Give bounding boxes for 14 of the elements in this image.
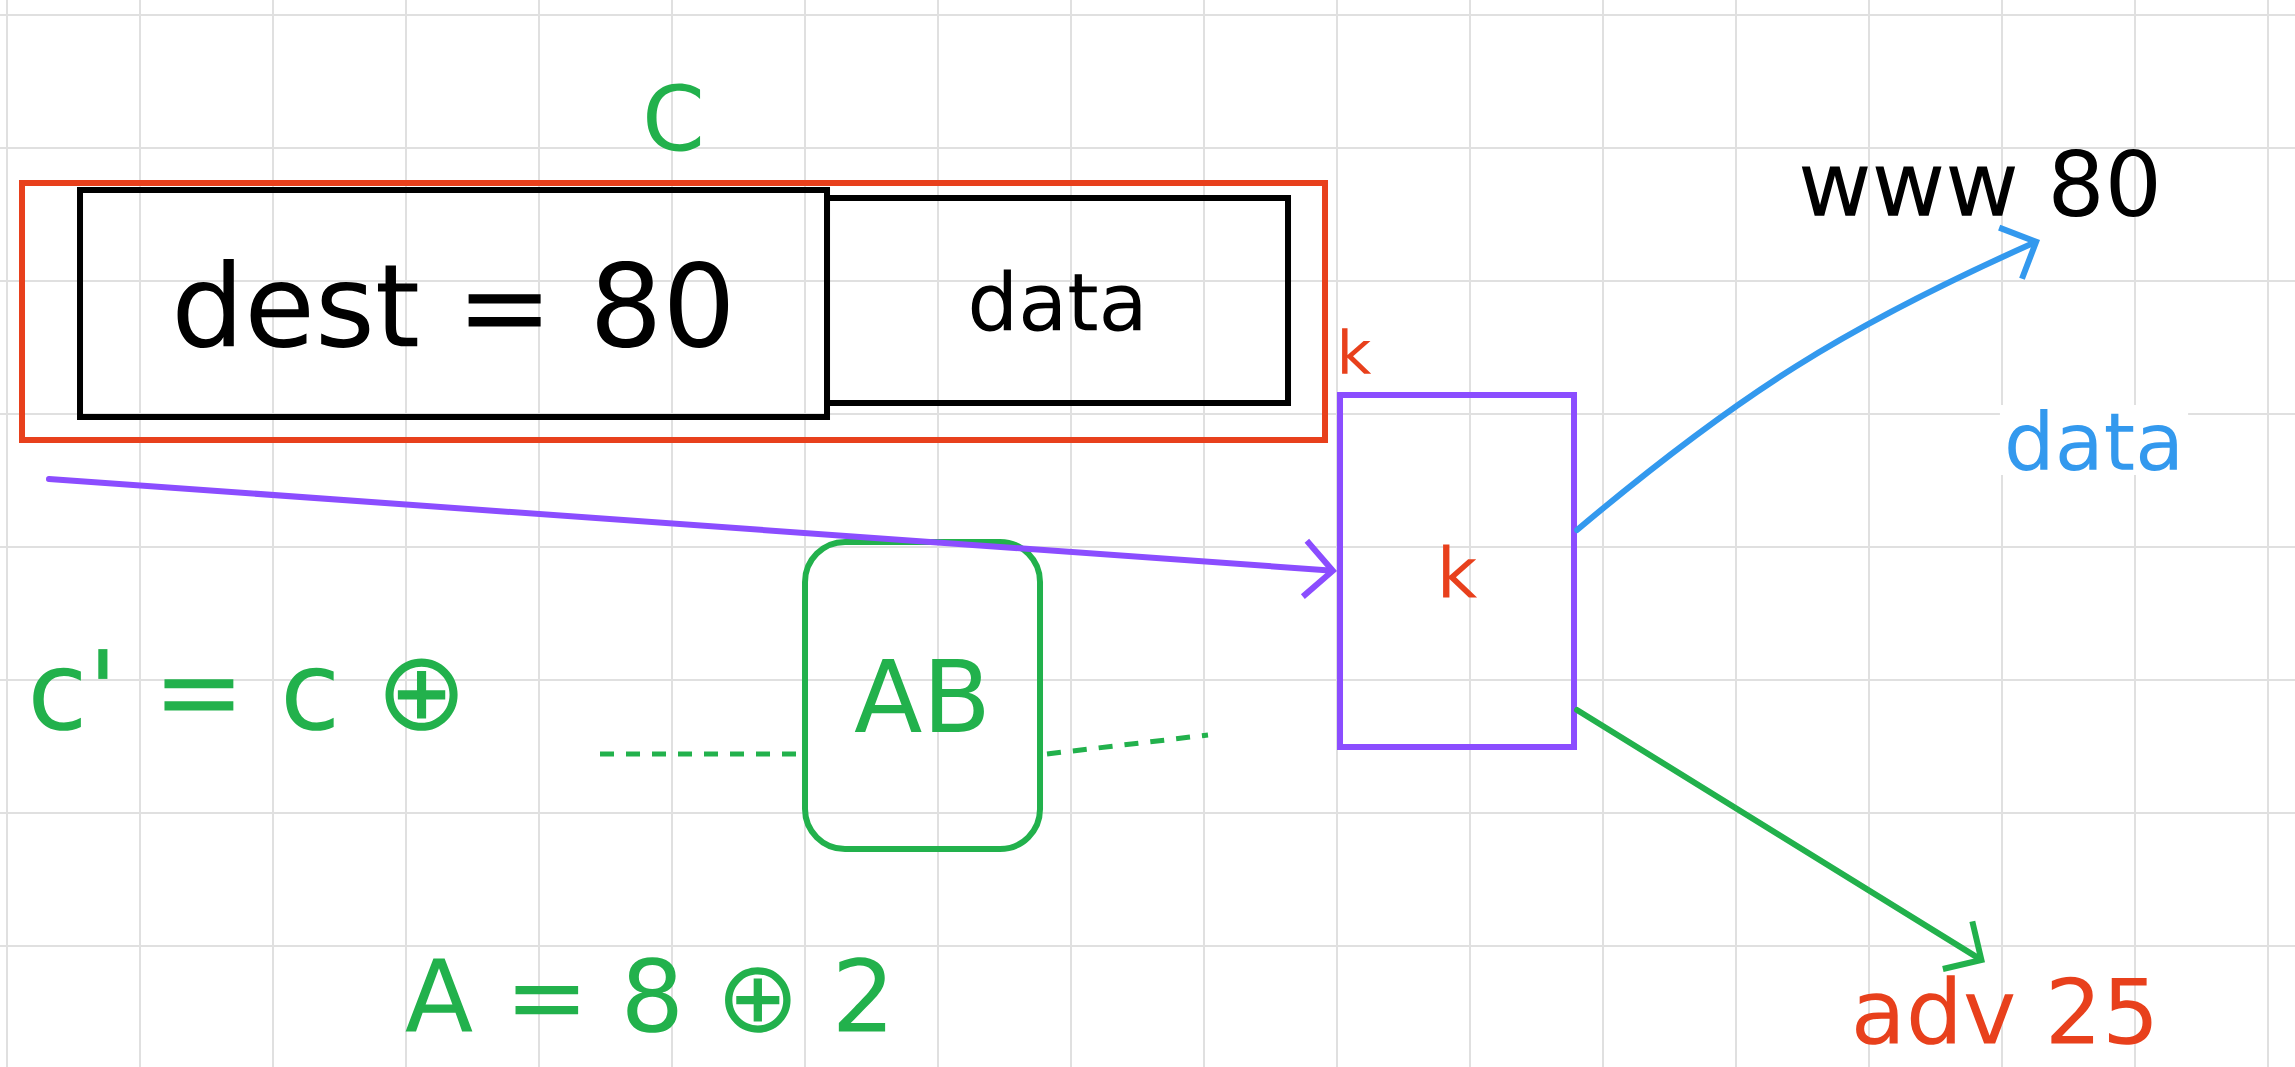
key-letter: k bbox=[1342, 328, 1372, 374]
key-box: k bbox=[1337, 392, 1577, 750]
data-field: data bbox=[824, 195, 1291, 406]
header-field: dest = 80 bbox=[77, 187, 830, 420]
destination-text: www 80 bbox=[1801, 148, 2156, 217]
arrow bbox=[1574, 224, 2040, 533]
edge-label: data bbox=[1999, 405, 2189, 475]
address-text: adv 25 bbox=[1856, 975, 2152, 1045]
arrow bbox=[46, 476, 1337, 599]
rounded-box: AB bbox=[802, 539, 1043, 852]
formula-text: A = 8 ⊕ 2 bbox=[405, 957, 886, 1033]
arrow bbox=[1574, 707, 1985, 972]
node-label: C bbox=[647, 83, 701, 152]
formula-text: c' = c ⊕ bbox=[33, 649, 458, 731]
